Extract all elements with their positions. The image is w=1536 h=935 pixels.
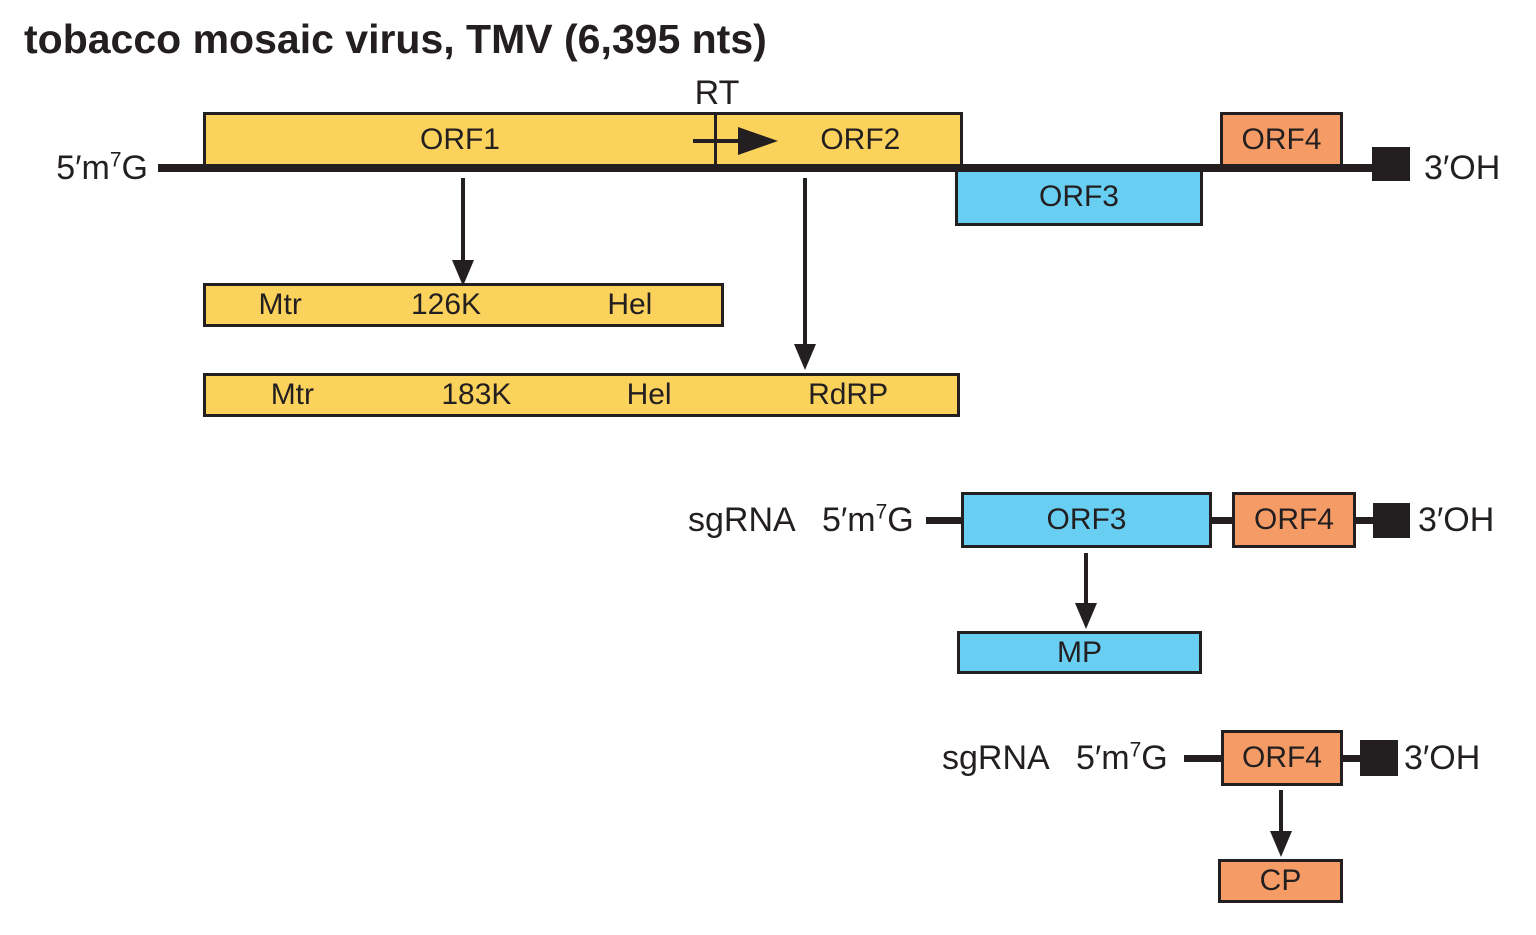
five-prime-text: 5′m bbox=[1076, 739, 1130, 777]
sgrna2-orf4-box: ORF4 bbox=[1221, 730, 1343, 786]
orf2-box: ORF2 bbox=[714, 112, 963, 168]
cp-label: CP bbox=[1259, 864, 1302, 897]
sgrna1-line-right bbox=[1356, 517, 1373, 524]
protein-183k-rdrp-label: RdRP bbox=[808, 378, 889, 411]
sgrna1-orf4-box: ORF4 bbox=[1232, 492, 1356, 548]
orf3-to-mp-arrow-line bbox=[1084, 553, 1088, 605]
sgrna1-3prime-terminal-square bbox=[1373, 503, 1410, 538]
protein-183k-name-label: 183K bbox=[441, 378, 512, 411]
sgrna1-3prime-label: 3′OH bbox=[1418, 501, 1495, 539]
five-prime-cap: G bbox=[887, 501, 914, 539]
sgrna2-label: sgRNA bbox=[942, 739, 1050, 777]
protein-126k-name-label: 126K bbox=[410, 288, 482, 321]
sgrna2-3prime-terminal-square bbox=[1360, 740, 1398, 776]
protein-126k-mtr-label: Mtr bbox=[258, 288, 302, 321]
rt-label: RT bbox=[694, 74, 740, 112]
sgrna1-orf4-label: ORF4 bbox=[1253, 503, 1334, 536]
genome-3prime-label: 3′OH bbox=[1424, 149, 1501, 187]
mp-label: MP bbox=[1057, 635, 1102, 669]
orf3-box: ORF3 bbox=[955, 168, 1203, 226]
mp-box: MP bbox=[957, 631, 1202, 674]
genome-backbone-line bbox=[158, 164, 1372, 172]
sgrna2-5prime-label: 5′m7G bbox=[1076, 739, 1168, 777]
sgrna2-line-right bbox=[1343, 755, 1360, 762]
protein-126k-box: Mtr 126K Hel bbox=[203, 283, 724, 327]
orf2-to-183k-arrow-line bbox=[803, 178, 807, 346]
sgrna1-orf3-label: ORF3 bbox=[1046, 503, 1127, 536]
orf1-to-126k-arrow-head-icon bbox=[452, 260, 474, 286]
orf3-label: ORF3 bbox=[1038, 180, 1119, 213]
five-prime-sup: 7 bbox=[1129, 738, 1142, 762]
sgrna2-line-left bbox=[1184, 755, 1221, 762]
sgrna1-line-left bbox=[926, 517, 963, 524]
sgrna1-orf3-box: ORF3 bbox=[961, 492, 1212, 548]
five-prime-cap: G bbox=[121, 149, 148, 187]
five-prime-sup: 7 bbox=[875, 500, 888, 524]
protein-126k-hel-label: Hel bbox=[607, 288, 653, 321]
five-prime-cap: G bbox=[1141, 739, 1168, 777]
diagram-title: tobacco mosaic virus, TMV (6,395 nts) bbox=[24, 16, 767, 62]
orf2-label: ORF2 bbox=[820, 123, 901, 156]
orf4-box: ORF4 bbox=[1220, 112, 1343, 168]
readthrough-arrow-line bbox=[693, 139, 743, 143]
genome-3prime-terminal-square bbox=[1372, 147, 1410, 181]
five-prime-text: 5′m bbox=[822, 501, 876, 539]
protein-183k-box: Mtr 183K Hel RdRP bbox=[203, 373, 960, 417]
five-prime-sup: 7 bbox=[109, 148, 122, 172]
sgrna1-5prime-label: 5′m7G bbox=[822, 501, 914, 539]
genome-5prime-label: 5′m7G bbox=[32, 149, 148, 187]
protein-183k-mtr-label: Mtr bbox=[270, 378, 315, 411]
orf4-label: ORF4 bbox=[1241, 123, 1322, 156]
orf1-box: ORF1 bbox=[203, 112, 717, 168]
five-prime-text: 5′m bbox=[56, 149, 110, 187]
sgrna1-label: sgRNA bbox=[688, 501, 796, 539]
orf1-to-126k-arrow-line bbox=[461, 178, 465, 262]
orf3-to-mp-arrow-head-icon bbox=[1075, 603, 1097, 629]
sgrna1-line-mid bbox=[1212, 517, 1232, 524]
orf2-to-183k-arrow-head-icon bbox=[794, 344, 816, 370]
readthrough-arrow-head-icon bbox=[738, 127, 778, 155]
sgrna2-3prime-label: 3′OH bbox=[1404, 739, 1481, 777]
orf4-to-cp-arrow-line bbox=[1279, 790, 1283, 832]
sgrna2-orf4-label: ORF4 bbox=[1241, 741, 1322, 774]
orf4-to-cp-arrow-head-icon bbox=[1270, 831, 1292, 857]
cp-box: CP bbox=[1218, 859, 1343, 903]
orf1-label: ORF1 bbox=[419, 123, 500, 156]
protein-183k-hel-label: Hel bbox=[626, 378, 672, 411]
